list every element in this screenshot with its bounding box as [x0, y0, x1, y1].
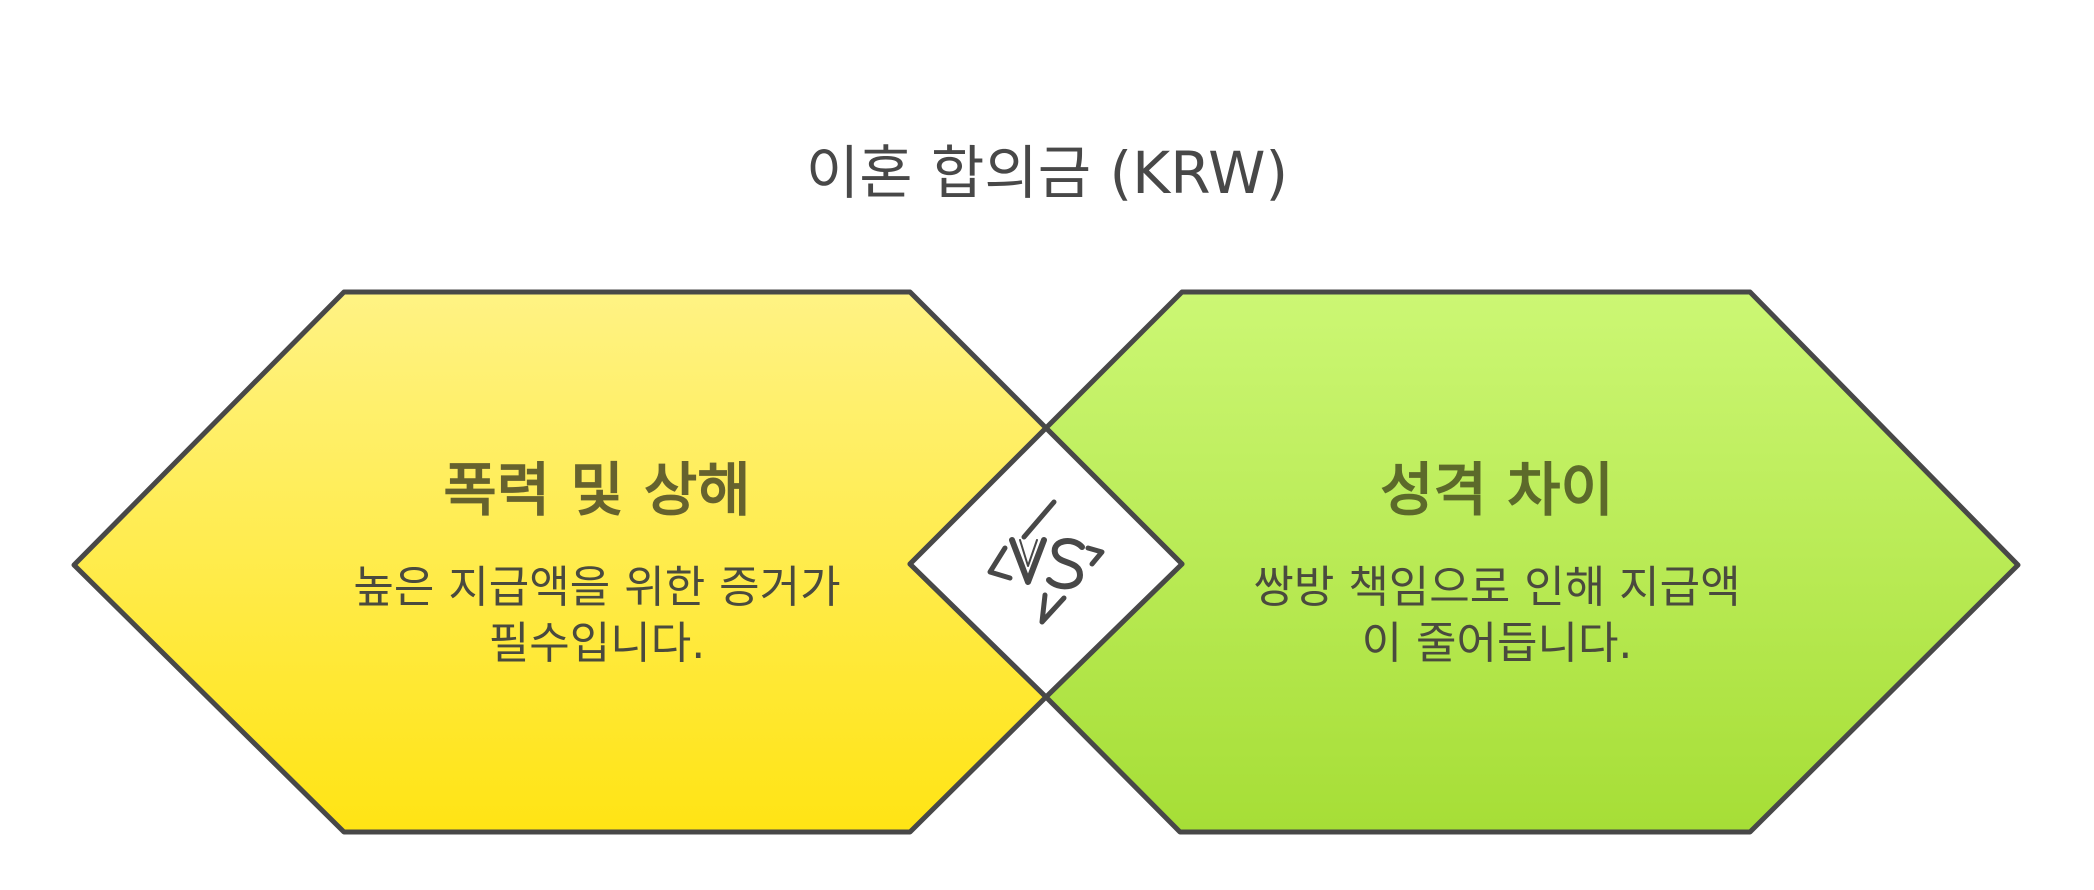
- vs-icon: [987, 499, 1105, 625]
- right-panel-heading: 성격 차이: [1380, 456, 1614, 524]
- left-description-line: 높은 지급액을 위한 증거가: [353, 562, 841, 613]
- left-panel-description: 높은 지급액을 위한 증거가 필수입니다.: [277, 560, 917, 672]
- right-panel-description: 쌍방 책임으로 인해 지급액 이 줄어듭니다.: [1177, 560, 1817, 672]
- right-description-line: 이 줄어듭니다.: [1361, 618, 1633, 669]
- diagram-title: 이혼 합의금 (KRW): [805, 139, 1289, 207]
- right-description-line: 쌍방 책임으로 인해 지급액: [1253, 562, 1741, 613]
- left-description-line: 필수입니다.: [488, 618, 706, 669]
- left-panel-heading: 폭력 및 상해: [443, 456, 751, 524]
- vs-diamond: [907, 425, 1185, 700]
